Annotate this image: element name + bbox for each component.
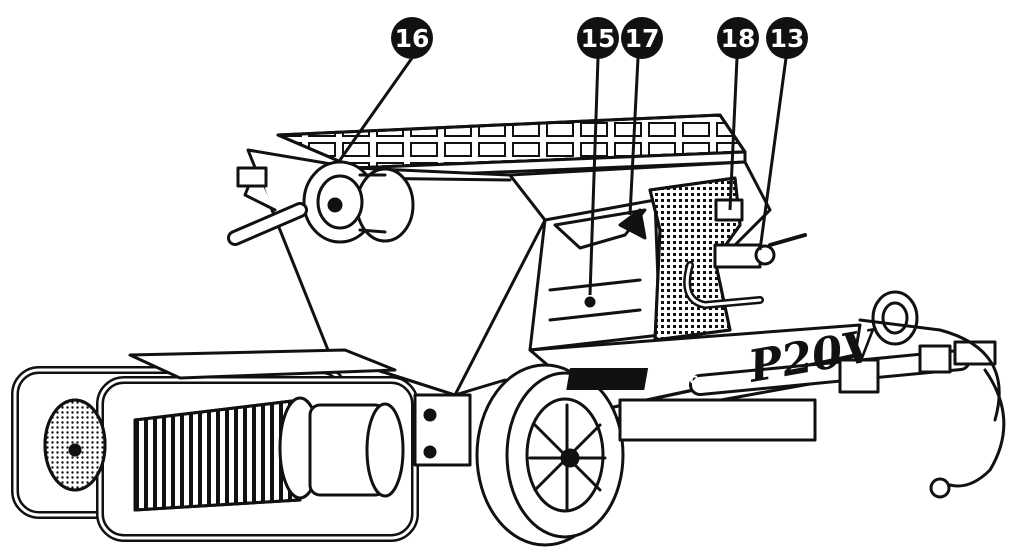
machine-drawing	[11, 113, 1006, 547]
wheel	[475, 363, 625, 547]
callout-17-label: 17	[625, 24, 660, 53]
callout-18-label: 18	[721, 24, 756, 53]
gearbox	[413, 393, 817, 467]
callout-15: 15	[577, 17, 619, 59]
control-box	[528, 198, 662, 352]
electric-motor	[43, 348, 405, 512]
callout-13: 13	[766, 17, 808, 59]
callout-leaders	[338, 57, 788, 296]
callout-16-label: 16	[395, 24, 430, 53]
brand-label: m-tec	[650, 370, 698, 388]
grille-panel	[648, 176, 744, 342]
callout-16: 16	[391, 17, 433, 59]
callout-15-label: 15	[581, 24, 616, 53]
indicator-dot	[584, 296, 596, 308]
water-pump	[227, 160, 415, 246]
callout-17: 17	[621, 17, 663, 59]
callout-18: 18	[717, 17, 759, 59]
water-valve	[683, 233, 807, 309]
brand-plate	[566, 368, 649, 390]
mixing-tube	[689, 290, 1001, 422]
callout-13-label: 13	[770, 24, 805, 53]
cable-plug	[929, 368, 1006, 499]
